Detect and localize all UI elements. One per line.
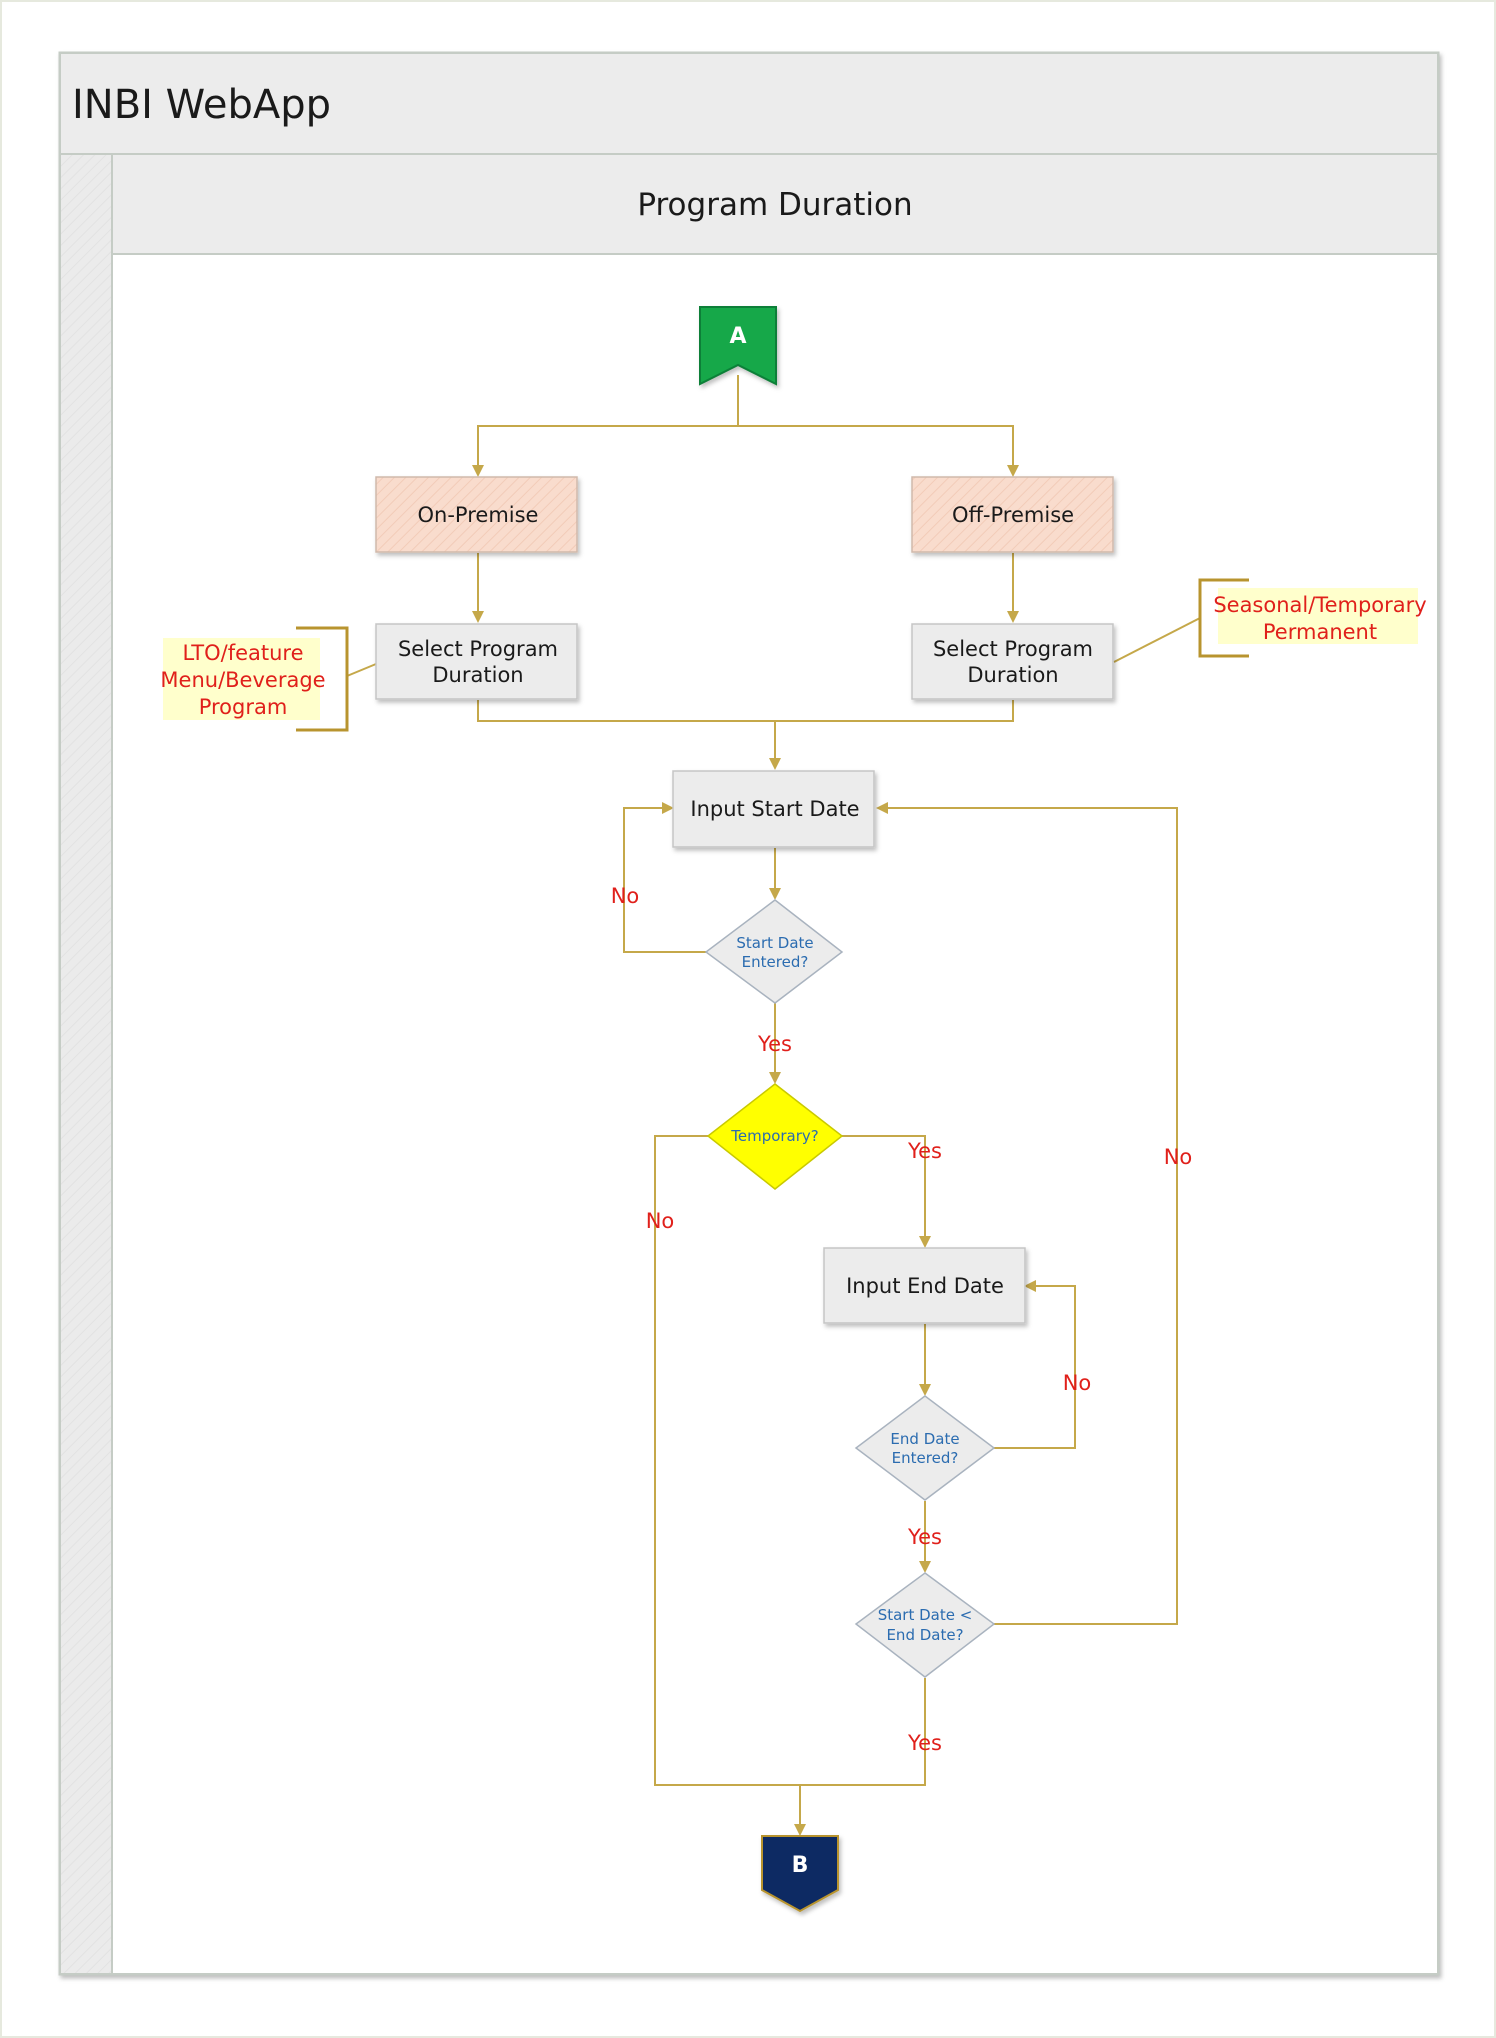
select-duration-left-line1: Select Program [398, 637, 558, 661]
select-duration-right-box [911, 623, 1114, 700]
annotation-right-bg [1218, 588, 1418, 644]
annotation-left-bracket [296, 626, 349, 732]
pool-header [59, 52, 1439, 155]
temporary-decision [706, 1083, 844, 1190]
select-duration-right-line2: Duration [967, 663, 1058, 687]
edge-endentered-no [994, 1280, 1076, 1449]
edge-label-no-loop: No [1164, 1145, 1193, 1169]
annotation-right-bracket [1198, 578, 1249, 658]
edge-label-no-end: No [1063, 1371, 1092, 1395]
off-premise-box [911, 476, 1114, 553]
edge-a-offpremise [738, 425, 1019, 477]
start-date-entered-decision [704, 899, 844, 1004]
annotation-right-line2: Permanent [1263, 620, 1377, 644]
end-date-entered-line1: End Date [890, 1430, 959, 1448]
annotation-left-line1: LTO/feature [182, 641, 303, 665]
edge-label-yes-final: Yes [907, 1731, 942, 1755]
end-connector-b [761, 1835, 839, 1913]
input-start-date-box [672, 770, 875, 848]
start-date-entered-line1: Start Date [736, 934, 813, 952]
edge-a-onpremise [472, 375, 739, 477]
input-end-date-box [823, 1247, 1026, 1324]
edge-label-yes-end: Yes [907, 1525, 942, 1549]
edge-label-yes-temporary: Yes [907, 1139, 942, 1163]
edge-startentered-no [623, 802, 706, 953]
end-connector-label: B [792, 1853, 809, 1878]
edge-label-yes-start: Yes [757, 1032, 792, 1056]
end-date-entered-decision [854, 1395, 996, 1501]
start-lt-end-decision [854, 1572, 996, 1678]
end-date-entered-line2: Entered? [892, 1449, 959, 1467]
lane-strip [59, 153, 113, 1975]
lane-title: Program Duration [637, 187, 912, 223]
annotation-left-line2: Menu/Beverage [160, 668, 325, 692]
temporary-label: Temporary? [730, 1127, 819, 1145]
edge-temporary-no [654, 1135, 926, 1786]
start-connector-label: A [729, 324, 746, 349]
input-start-date-label: Input Start Date [690, 797, 859, 821]
start-lt-end-line1: Start Date < [878, 1606, 973, 1624]
edge-compare-no [876, 802, 1178, 1625]
edge-label-no-temporary: No [646, 1209, 675, 1233]
annotation-left-line3: Program [199, 695, 288, 719]
select-duration-right-line1: Select Program [933, 637, 1093, 661]
select-duration-left-line2: Duration [432, 663, 523, 687]
start-date-entered-line2: Entered? [742, 953, 809, 971]
select-duration-left-box [375, 623, 578, 700]
annotation-link-right [1113, 617, 1201, 663]
annotation-link-left [346, 663, 377, 677]
edges [346, 375, 1201, 1836]
start-lt-end-line2: End Date? [886, 1626, 963, 1644]
pool-title: INBI WebApp [72, 82, 331, 128]
edge-label-no-start: No [611, 884, 640, 908]
edge-selects-merge [477, 700, 1014, 722]
annotation-right-line1: Seasonal/Temporary [1213, 593, 1426, 617]
edge-temporary-yes [842, 1135, 931, 1248]
off-premise-label: Off-Premise [952, 503, 1074, 527]
on-premise-box [375, 476, 578, 553]
on-premise-label: On-Premise [418, 503, 539, 527]
input-end-date-label: Input End Date [846, 1274, 1004, 1298]
lane-header [111, 153, 1439, 255]
annotation-left-bg [163, 638, 320, 720]
start-connector-a [699, 306, 777, 386]
